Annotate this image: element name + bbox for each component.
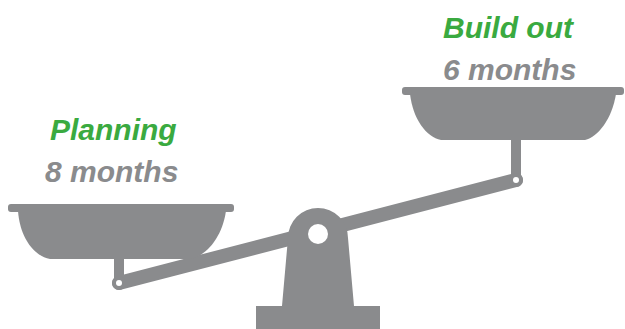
duration-value: 8 months	[45, 154, 178, 190]
phase-name: Planning	[50, 112, 177, 148]
right-pin-hole	[513, 177, 519, 183]
duration-value: 6 months	[443, 52, 576, 88]
left-pin-hole	[116, 280, 122, 286]
left-pan	[18, 211, 226, 259]
phase-name: Build out	[443, 10, 573, 46]
fulcrum-base	[256, 306, 380, 329]
right-pan	[410, 94, 616, 140]
left-pin	[112, 276, 126, 290]
right-pin	[509, 173, 523, 187]
fulcrum-hole	[308, 224, 328, 244]
left-pan-rim	[8, 204, 234, 212]
fulcrum-post	[282, 208, 354, 306]
right-pan-rim	[402, 87, 624, 95]
